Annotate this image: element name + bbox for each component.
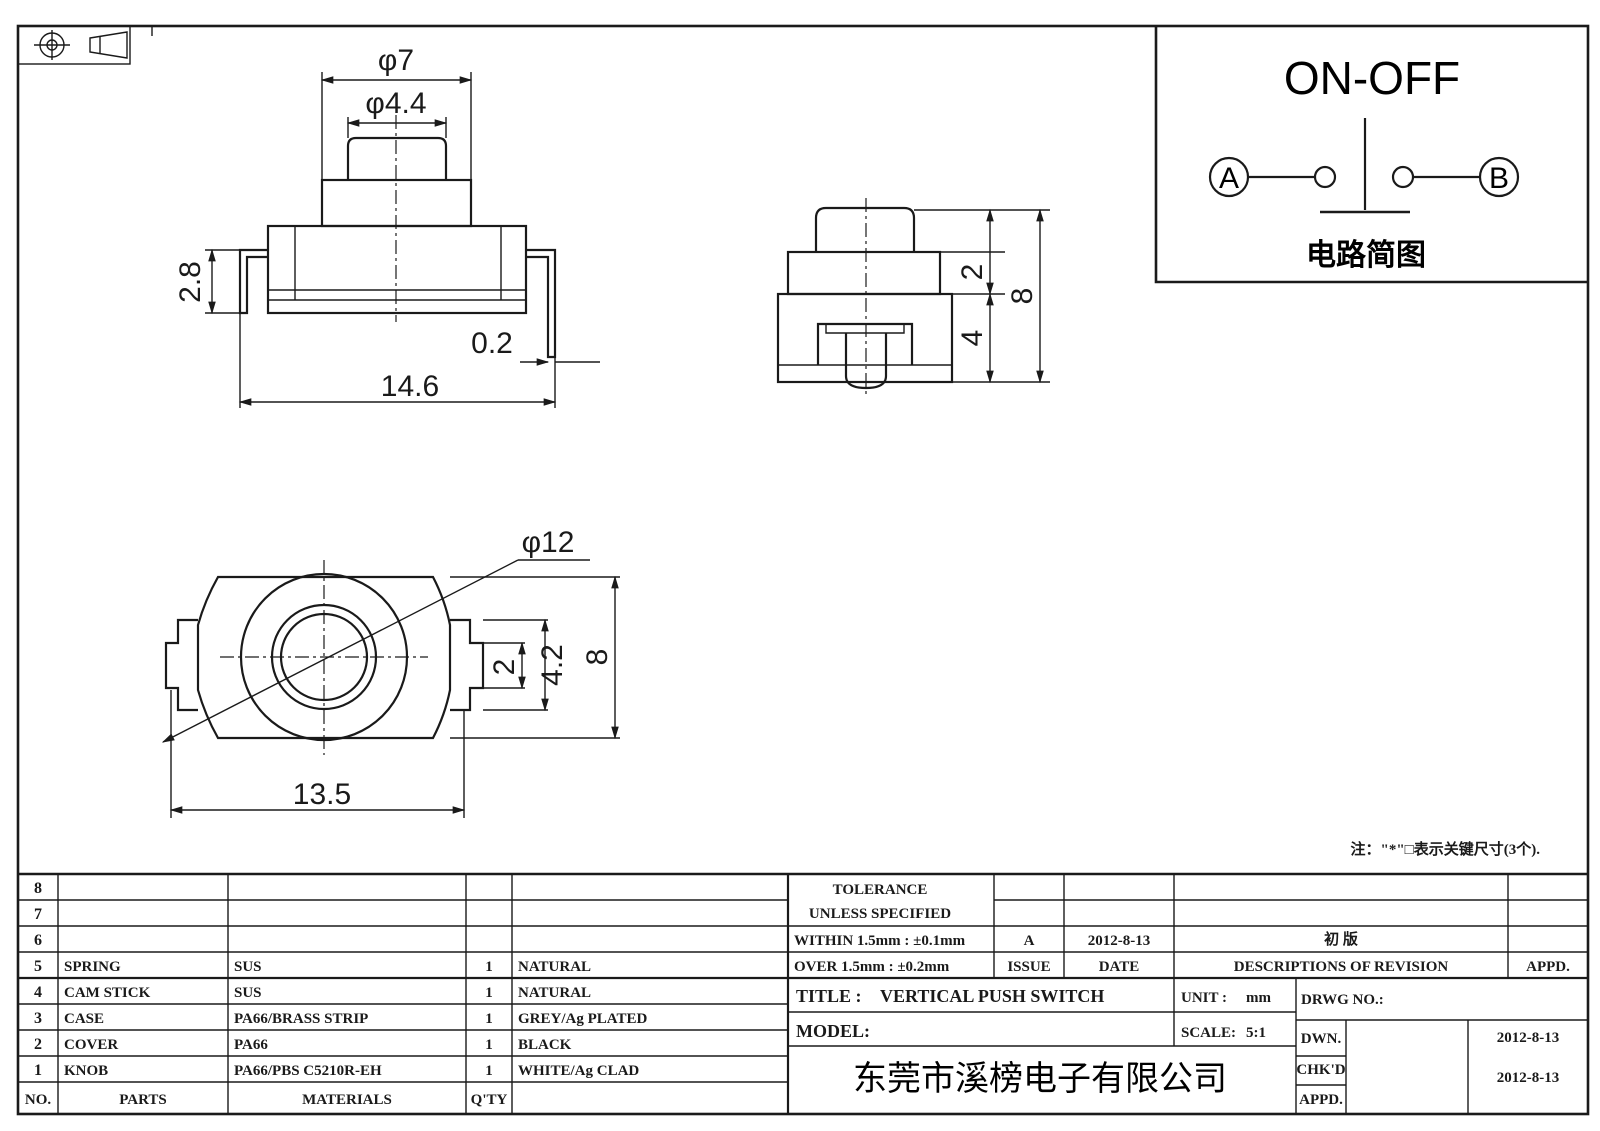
- bom-row-no: 8: [34, 880, 42, 897]
- bom-row-material: PA66/BRASS STRIP: [234, 1011, 368, 1027]
- scale-label: SCALE:: [1181, 1025, 1236, 1041]
- bom-row-no: 4: [34, 984, 42, 1001]
- bom-row-material: SUS: [234, 959, 262, 975]
- title-block: [18, 872, 1588, 1114]
- bom-row-finish: GREY/Ag PLATED: [518, 1011, 647, 1027]
- bom-row-no: 1: [34, 1062, 42, 1079]
- drawing-title: VERTICAL PUSH SWITCH: [880, 986, 1104, 1006]
- bom-row-part: KNOB: [64, 1063, 108, 1079]
- bom-row-qty: 1: [485, 985, 493, 1001]
- dim-diameter: φ12: [522, 526, 575, 559]
- bom-header-no: NO.: [25, 1092, 52, 1108]
- dim-terminal-width: 4.2: [536, 644, 569, 686]
- tolerance-line2: UNLESS SPECIFIED: [809, 906, 951, 922]
- dim-overall-width-bottom: 13.5: [293, 778, 351, 811]
- bottom-view: φ12 2 4.2 8 13.5: [161, 526, 620, 818]
- terminal-b-circle: [1478, 156, 1520, 198]
- bom-row-no: 3: [34, 1010, 42, 1027]
- tolerance-block: TOLERANCE UNLESS SPECIFIED WITHIN 1.5mm …: [794, 882, 966, 975]
- side-view: 2 4 8: [776, 198, 1050, 395]
- checked-label: CHK'D: [1296, 1062, 1345, 1078]
- bom-row-qty: 1: [485, 959, 493, 975]
- checked-date: 2012-8-13: [1497, 1070, 1560, 1086]
- drawn-date: 2012-8-13: [1497, 1030, 1560, 1046]
- bom-row-material: SUS: [234, 985, 262, 1001]
- revision-description: 初 版: [1324, 930, 1358, 948]
- bom-row-material: PA66/PBS C5210R-EH: [234, 1063, 382, 1079]
- dim-stem-diameter: φ4.4: [365, 87, 426, 120]
- bom-row-part: SPRING: [64, 959, 121, 975]
- bom-table: 8 7 6 5 SPRING SUS 1 NATURAL 4 CAM STICK…: [25, 880, 648, 1108]
- title-details: TITLE : VERTICAL PUSH SWITCH UNIT : mm D…: [796, 986, 1559, 1108]
- bom-row-no: 5: [34, 958, 42, 975]
- bom-row-no: 6: [34, 932, 42, 949]
- dim-lower-height: 4: [956, 330, 989, 347]
- tolerance-line1: TOLERANCE: [833, 882, 928, 898]
- company-name: 东莞市溪榜电子有限公司: [853, 1060, 1227, 1098]
- dim-knob-diameter: φ7: [378, 44, 414, 77]
- drawing-number-label: DRWG NO.:: [1301, 992, 1384, 1008]
- dim-inner-width: 2: [488, 659, 521, 676]
- dim-overall-height: 8: [1006, 288, 1039, 305]
- bom-row-finish: NATURAL: [518, 985, 591, 1001]
- bom-row-part: CASE: [64, 1011, 104, 1027]
- key-dimension-note: 注："*"□表示关键尺寸(3个).: [1351, 840, 1541, 858]
- bom-row-finish: NATURAL: [518, 959, 591, 975]
- circuit-caption: 电路简图: [1306, 238, 1426, 272]
- bom-row-no: 2: [34, 1036, 42, 1053]
- bom-row-finish: WHITE/Ag CLAD: [518, 1063, 639, 1079]
- title-label: TITLE :: [796, 986, 862, 1006]
- dim-terminal-thickness: 0.2: [471, 327, 513, 360]
- front-view: φ7 φ4.4 2.8 0.2 14.6: [174, 44, 600, 408]
- terminal-b-label: B: [1489, 162, 1509, 195]
- bom-row-part: CAM STICK: [64, 985, 151, 1001]
- revision-desc-label: DESCRIPTIONS OF REVISION: [1234, 959, 1449, 975]
- model-label: MODEL:: [796, 1021, 870, 1041]
- bom-row-qty: 1: [485, 1063, 493, 1079]
- dim-overall-height-bottom: 8: [581, 649, 614, 666]
- drawn-label: DWN.: [1301, 1031, 1342, 1047]
- unit-label: UNIT :: [1181, 990, 1227, 1006]
- approved-label: APPD.: [1299, 1092, 1343, 1108]
- bom-row-part: COVER: [64, 1037, 118, 1053]
- circuit-title: ON-OFF: [1284, 52, 1460, 104]
- dim-upper-height: 2: [956, 264, 989, 281]
- bom-row-qty: 1: [485, 1011, 493, 1027]
- revision-issue-label: ISSUE: [1007, 959, 1050, 975]
- dim-terminal-height: 2.8: [174, 261, 207, 303]
- revision-issue: A: [1024, 933, 1035, 949]
- revision-date-label: DATE: [1099, 959, 1140, 975]
- revision-block: A 2012-8-13 初 版 ISSUE DATE DESCRIPTIONS …: [1007, 930, 1570, 975]
- projection-symbol-icon: [17, 25, 153, 65]
- bom-row-material: PA66: [234, 1037, 268, 1053]
- circuit-diagram: ON-OFF A B 电路简图: [1154, 26, 1588, 284]
- terminal-a-label: A: [1219, 162, 1239, 195]
- bom-row-no: 7: [34, 906, 42, 923]
- tolerance-line4: OVER 1.5mm : ±0.2mm: [794, 959, 950, 975]
- bom-header-materials: MATERIALS: [302, 1092, 392, 1108]
- unit-value: mm: [1246, 990, 1271, 1006]
- bom-header-qty: Q'TY: [471, 1092, 508, 1108]
- dim-overall-width: 14.6: [381, 370, 439, 403]
- drawing-border: [16, 24, 1590, 1116]
- bom-row-finish: BLACK: [518, 1037, 572, 1053]
- tolerance-line3: WITHIN 1.5mm : ±0.1mm: [794, 933, 966, 949]
- bom-header-parts: PARTS: [119, 1092, 167, 1108]
- bom-row-qty: 1: [485, 1037, 493, 1053]
- scale-value: 5:1: [1246, 1025, 1266, 1041]
- revision-date: 2012-8-13: [1088, 933, 1151, 949]
- revision-appd-label: APPD.: [1526, 959, 1570, 975]
